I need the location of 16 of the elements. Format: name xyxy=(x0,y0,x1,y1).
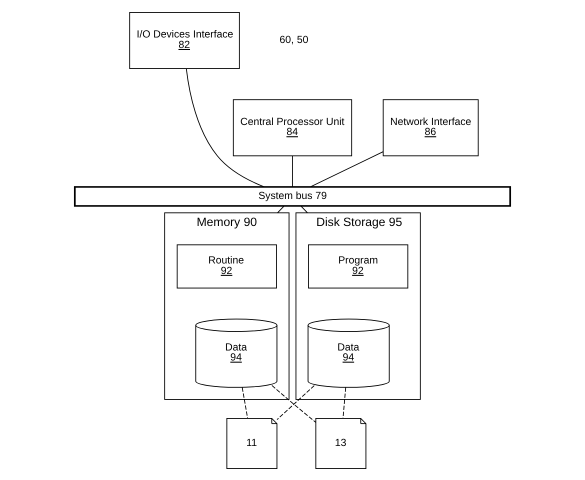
connector xyxy=(186,68,265,187)
label: 60, 50 xyxy=(280,34,308,46)
connector xyxy=(277,205,285,213)
node-box: Program 92 xyxy=(308,244,408,288)
node-box: Network Interface 86 xyxy=(382,98,479,156)
connector xyxy=(300,205,308,213)
connector xyxy=(310,150,384,187)
connector xyxy=(242,386,248,418)
node-box: System bus 79 xyxy=(74,186,512,206)
connector xyxy=(276,384,315,420)
connector xyxy=(292,154,293,187)
connector xyxy=(342,386,346,418)
node-box: I/O Devices Interface 82 xyxy=(129,12,240,69)
node-box: Routine 92 xyxy=(176,244,277,288)
node-box: Central Processor Unit 84 xyxy=(232,98,352,156)
connector xyxy=(271,384,316,422)
